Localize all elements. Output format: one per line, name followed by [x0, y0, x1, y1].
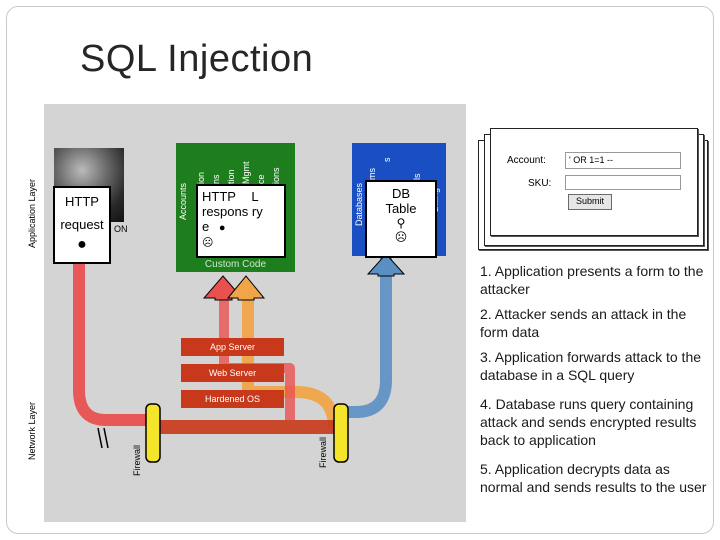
up-arrow-right [226, 275, 266, 301]
firewall-crack-2 [103, 427, 109, 449]
sku-input[interactable] [565, 175, 681, 190]
step-1: 1. Application presents a form to the at… [480, 263, 704, 297]
db-table-line1: DB [391, 186, 411, 201]
firewall-crack-1 [97, 427, 103, 449]
http-request-line2: request [60, 217, 104, 232]
firewall-right [333, 403, 349, 463]
network-line [150, 420, 340, 434]
slide-frame [6, 6, 714, 534]
account-input[interactable]: ' OR 1=1 -- [565, 152, 681, 169]
submit-button[interactable]: Submit [568, 194, 612, 210]
custom-code-label: Custom Code [204, 259, 267, 270]
app-server-bar: App Server [181, 338, 284, 356]
step-2: 2. Attacker sends an attack in the form … [480, 306, 687, 340]
http-request-line1: HTTP [65, 194, 99, 209]
http-request-box: HTTP request ● [53, 186, 111, 264]
account-label: Account: [507, 155, 546, 166]
bomb-icon-small: ● [218, 222, 226, 234]
firewall-left [145, 403, 161, 463]
firewall-left-label: Firewall [132, 444, 142, 476]
page-title: SQL Injection [80, 38, 314, 80]
db-table-box: DB Table ⚲ ☹ [365, 180, 437, 258]
bomb-icon: ● [77, 236, 87, 253]
query-path [342, 256, 392, 418]
sku-label: SKU: [528, 178, 552, 189]
firewall-right-label: Firewall [318, 436, 328, 468]
hacker-photo-caption: ON [114, 224, 128, 234]
web-server-bar: Web Server [181, 364, 284, 382]
smiley-icon: ☹ [202, 237, 214, 249]
sql-query-fragment-1: L [251, 189, 259, 204]
step-4: 4. Database runs query containing attack… [480, 396, 697, 448]
sql-query-fragment-2: ry [251, 204, 263, 219]
attack-path [73, 256, 156, 426]
up-arrow-db [366, 253, 406, 277]
smiley-icon-db: ☹ [394, 230, 408, 244]
step-5: 5. Application decrypts data as normal a… [480, 461, 707, 495]
lock-icon: ⚲ [396, 216, 406, 230]
http-response-line1: HTTP [202, 189, 236, 204]
step-3: 3. Application forwards attack to the da… [480, 349, 702, 383]
http-response-line2: respons [202, 204, 249, 219]
hardened-os-bar: Hardened OS [181, 390, 284, 408]
db-table-line2: Table [385, 201, 417, 216]
http-response-line3: e [202, 219, 210, 234]
http-response-box: HTTP L respons ry e ● ☹ [196, 184, 286, 258]
